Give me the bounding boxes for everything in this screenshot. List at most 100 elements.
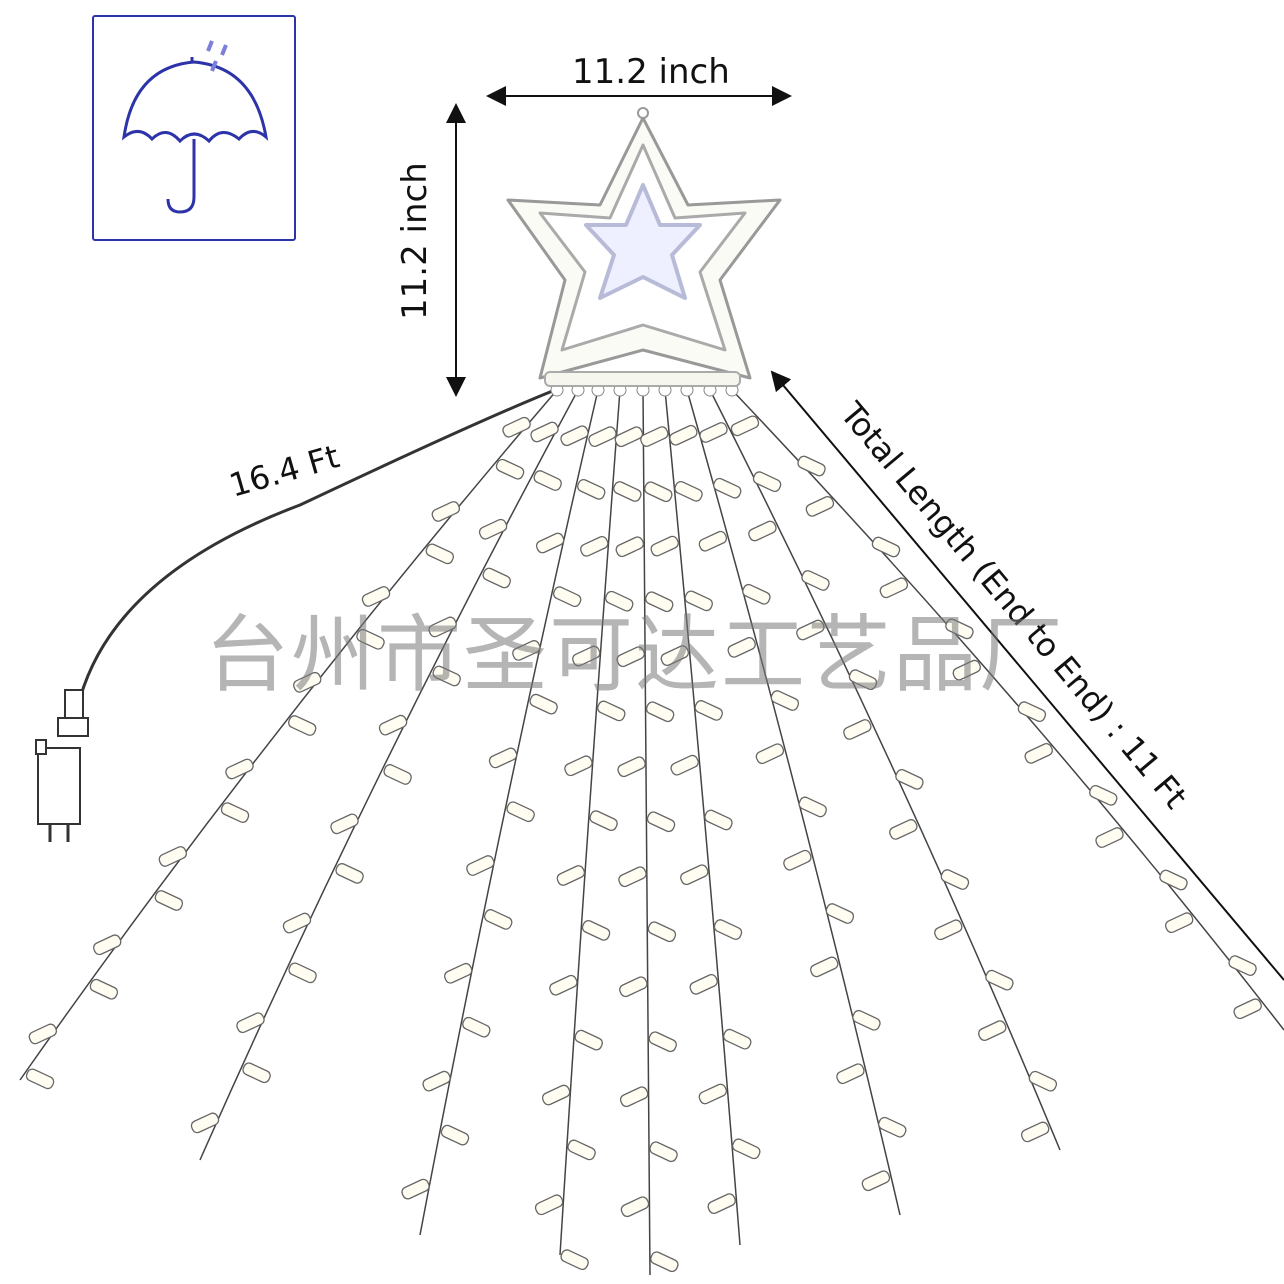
led-bulb xyxy=(699,422,728,443)
height-label: 11.2 inch xyxy=(395,162,435,320)
led-bulb xyxy=(432,665,461,687)
led-bulb xyxy=(534,1194,564,1216)
width-label: 11.2 inch xyxy=(572,52,730,92)
led-bulb xyxy=(861,1170,891,1192)
strand-wire xyxy=(559,389,621,1256)
led-bulb xyxy=(783,849,812,871)
led-bulb xyxy=(978,1020,1007,1041)
led-bulb xyxy=(755,743,785,765)
led-bulb xyxy=(879,577,909,599)
led-bulb xyxy=(619,1086,649,1108)
led-bulb xyxy=(848,669,878,691)
umbrella-rain-icon xyxy=(121,40,269,214)
led-bulb xyxy=(985,969,1014,991)
led-bulb xyxy=(889,819,918,840)
led-bulb xyxy=(574,1029,603,1051)
led-bulb xyxy=(674,480,703,502)
led-bulb xyxy=(552,586,582,608)
led-bulb xyxy=(797,455,826,477)
led-bulb xyxy=(293,671,322,693)
led-bulb xyxy=(644,481,673,503)
led-bulb xyxy=(478,518,508,540)
led-bulb xyxy=(1095,827,1124,848)
led-bulb xyxy=(567,1139,596,1161)
led-bulb xyxy=(805,496,835,517)
led-bulb xyxy=(356,628,385,650)
led-bulb xyxy=(952,659,982,681)
led-bulb xyxy=(560,1249,589,1271)
led-bulb xyxy=(649,1141,678,1163)
led-bulb xyxy=(645,591,674,613)
led-bulb xyxy=(618,866,647,888)
led-bulb xyxy=(572,645,601,667)
star-topper xyxy=(506,107,782,387)
led-bulb xyxy=(154,890,184,911)
led-bulb xyxy=(89,978,119,1000)
led-bulb xyxy=(495,458,525,480)
led-bulb xyxy=(466,855,495,876)
led-bulb xyxy=(529,693,558,715)
waterproof-badge xyxy=(92,15,296,241)
led-bulb xyxy=(810,956,839,978)
led-bulb xyxy=(650,1251,679,1273)
led-bulb xyxy=(723,1028,752,1050)
led-bulb xyxy=(225,758,254,780)
led-bulb xyxy=(619,976,648,998)
led-bulb xyxy=(93,934,122,956)
led-bulb xyxy=(1164,912,1194,934)
led-bulb xyxy=(1159,869,1188,891)
led-bulb xyxy=(440,1124,470,1146)
led-bulb xyxy=(1089,784,1118,806)
led-bulb xyxy=(506,801,535,823)
led-bulb xyxy=(530,421,559,443)
led-bulb xyxy=(330,813,359,835)
led-bulb xyxy=(502,416,531,438)
led-bulb xyxy=(680,864,709,886)
led-bulb xyxy=(580,535,609,557)
led-bulb xyxy=(796,619,825,641)
led-bulb xyxy=(712,477,742,499)
led-bulb xyxy=(650,535,679,557)
led-bulb xyxy=(242,1062,271,1084)
led-bulb xyxy=(670,754,699,776)
led-bulb xyxy=(588,426,617,448)
strand-wire xyxy=(19,389,558,1081)
strand-wire xyxy=(642,389,651,1276)
led-bulb xyxy=(1024,743,1053,764)
led-bulb xyxy=(288,715,317,736)
power-adapter xyxy=(35,689,89,842)
led-bulb xyxy=(613,481,642,502)
length-arrow xyxy=(770,370,1284,981)
led-bulb xyxy=(878,1116,907,1138)
led-bulb xyxy=(428,616,457,638)
led-bulb xyxy=(1020,1121,1050,1143)
led-bulb xyxy=(698,530,728,552)
led-bulb xyxy=(648,1031,677,1053)
led-bulb xyxy=(361,586,391,607)
strand-wire xyxy=(709,389,1061,1151)
led-bulb xyxy=(617,756,646,778)
led-bulb xyxy=(704,809,733,831)
led-bulb xyxy=(615,536,645,558)
led-bulb xyxy=(541,1084,571,1106)
led-bulb xyxy=(713,919,743,940)
led-bulb xyxy=(707,1193,736,1214)
led-bulb xyxy=(694,700,723,721)
strand-wire xyxy=(731,389,1284,1031)
led-bulb xyxy=(378,714,408,736)
led-bulb xyxy=(647,921,677,943)
led-bulb xyxy=(425,543,455,565)
strand-wire xyxy=(199,389,579,1161)
led-bulb xyxy=(158,846,188,867)
led-bulb xyxy=(422,1070,451,1092)
led-bulb xyxy=(825,903,855,924)
led-bulb xyxy=(597,700,626,722)
led-bulb xyxy=(462,1016,491,1038)
led-bulb xyxy=(581,920,611,941)
led-bulb xyxy=(843,719,872,740)
led-bulb xyxy=(1017,701,1047,723)
led-bulb xyxy=(798,796,827,818)
led-bulb xyxy=(605,590,634,612)
led-bulb xyxy=(852,1009,881,1031)
